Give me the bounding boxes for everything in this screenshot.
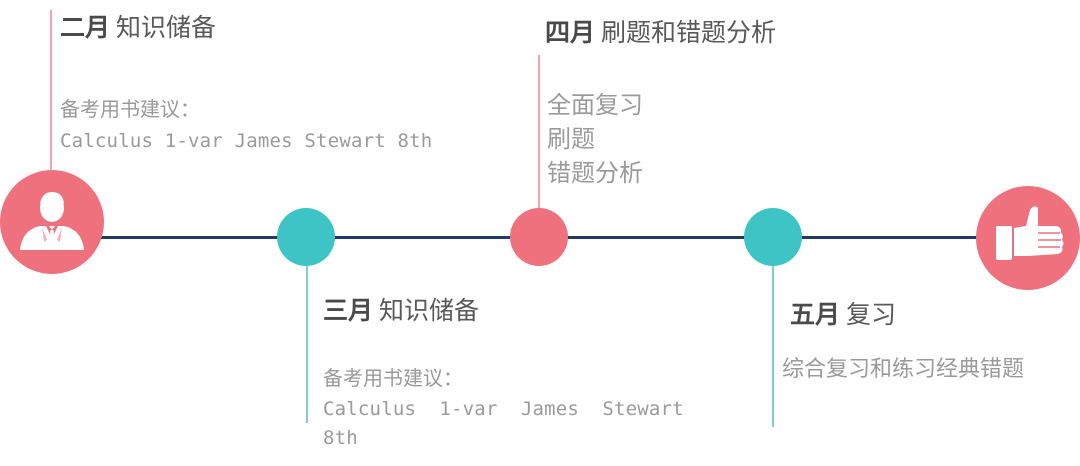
feb-month: 二月 (60, 13, 111, 42)
mar-heading: 三月知识储备 (323, 296, 479, 326)
mar-month: 三月 (323, 296, 374, 325)
mar-book-label: 备考用书建议： (323, 366, 463, 390)
connector-feb (50, 10, 52, 180)
may-month: 五月 (790, 300, 841, 329)
timeline-node-may (744, 208, 802, 266)
feb-topic: 知识储备 (116, 13, 217, 42)
apr-topic: 刷题和错题分析 (601, 18, 777, 47)
start-node (0, 170, 104, 274)
end-node (976, 186, 1080, 290)
connector-apr (538, 55, 540, 210)
apr-list-item: 刷题 (547, 125, 595, 153)
businessman-icon (20, 192, 84, 250)
feb-book-label: 备考用书建议： (60, 97, 200, 121)
feb-book-title: Calculus 1-var James Stewart 8th (60, 130, 433, 152)
may-heading: 五月复习 (790, 300, 896, 330)
mar-book-title-line1: Calculus 1-var James Stewart (323, 398, 684, 420)
apr-list-item: 错题分析 (547, 159, 643, 187)
mar-topic: 知识储备 (379, 296, 480, 325)
apr-month: 四月 (545, 18, 596, 47)
timeline-node-apr (510, 208, 568, 266)
connector-may (772, 265, 774, 427)
apr-list: 全面复习 刷题 错题分析 (547, 88, 643, 190)
timeline-node-mar (277, 208, 335, 266)
may-description: 综合复习和练习经典错题 (782, 357, 1025, 382)
apr-heading: 四月刷题和错题分析 (545, 18, 776, 48)
apr-list-item: 全面复习 (547, 91, 643, 119)
may-topic: 复习 (846, 300, 897, 329)
mar-book-title-line2: 8th (323, 427, 358, 449)
connector-mar (306, 265, 308, 423)
thumbs-up-icon (996, 206, 1064, 260)
feb-heading: 二月知识储备 (60, 13, 216, 43)
